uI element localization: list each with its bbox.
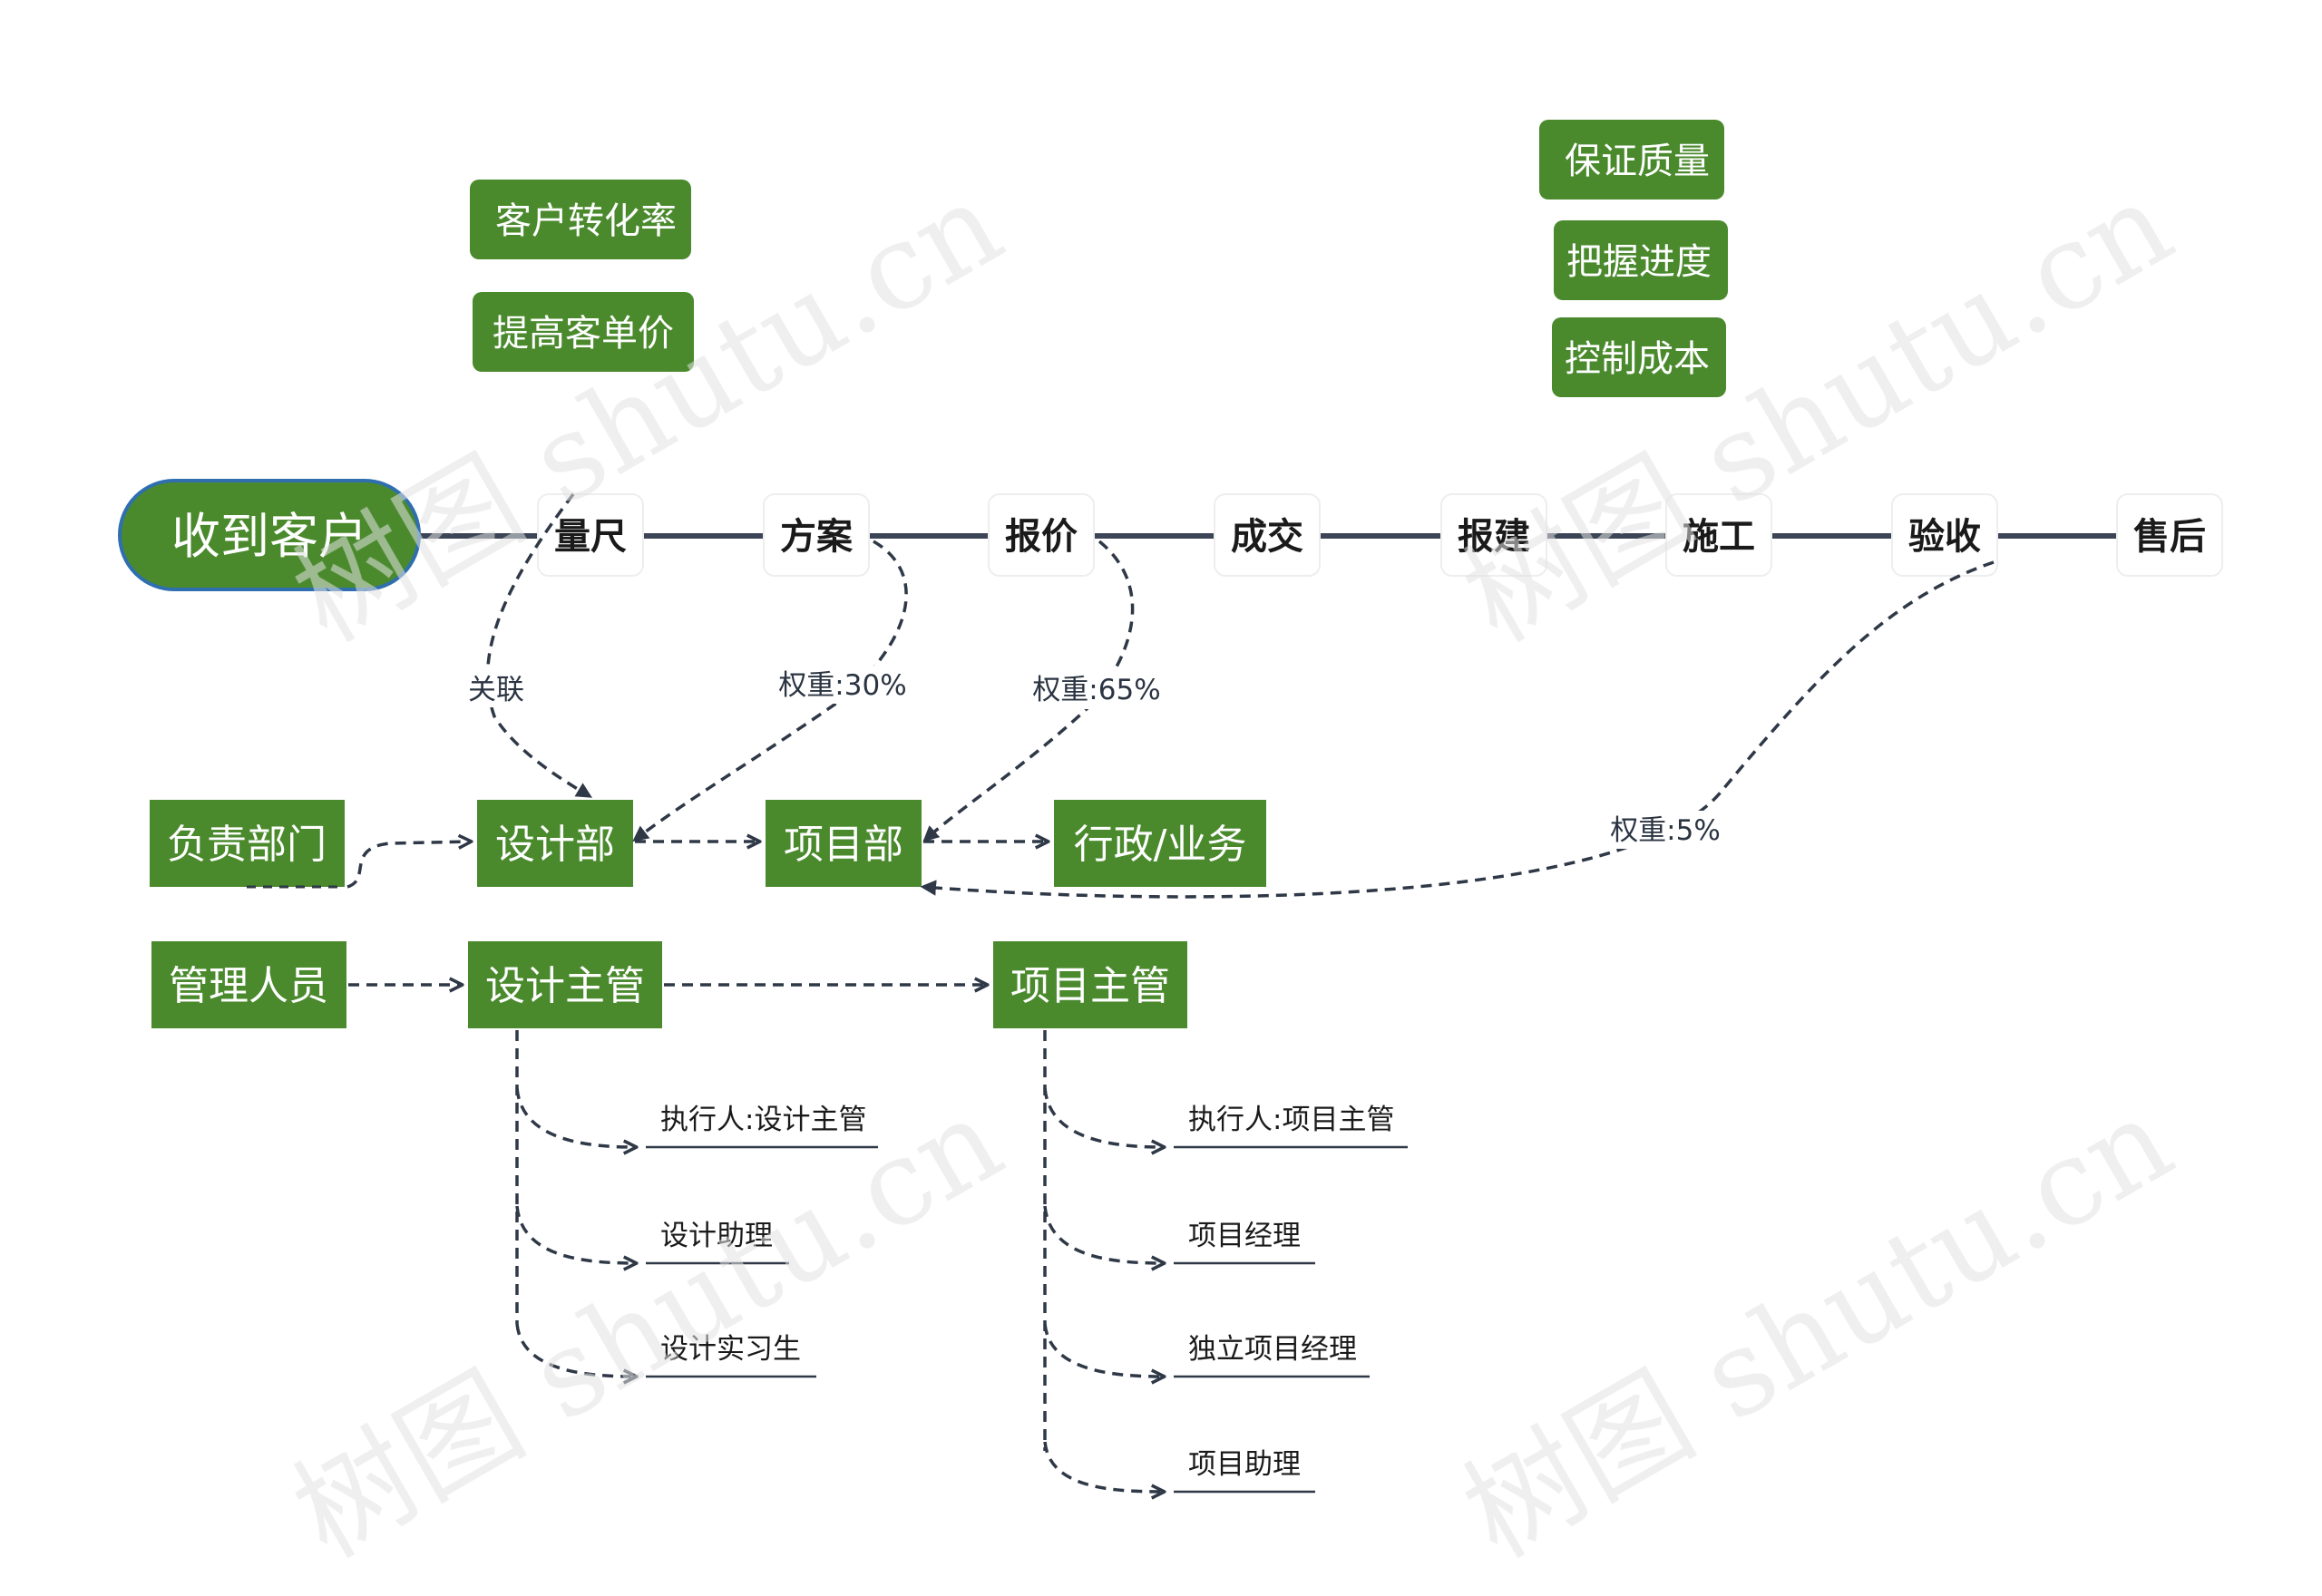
project-staff-branch-3 xyxy=(1043,1323,1163,1377)
project-staff-branch-1 xyxy=(1043,1087,1163,1147)
root-node[interactable]: 收到客户 xyxy=(118,479,421,591)
link-label-acceptance: 权重:5% xyxy=(1610,811,1721,849)
svg-text:项目主管: 项目主管 xyxy=(1010,963,1170,1009)
stage-node-acceptance[interactable]: 验收 xyxy=(1891,493,1998,577)
svg-text:收到客户: 收到客户 xyxy=(171,508,367,565)
svg-text:设计部: 设计部 xyxy=(495,822,615,868)
svg-text:行政/业务: 行政/业务 xyxy=(1074,822,1247,868)
dept-design-node[interactable]: 设计部 xyxy=(477,800,633,887)
link-label-measure: 关联 xyxy=(465,669,527,707)
project-staff-item-assistant[interactable]: 项目助理 xyxy=(1174,1448,1315,1494)
svg-text:保证质量: 保证质量 xyxy=(1565,141,1710,182)
svg-text:施工: 施工 xyxy=(1683,516,1755,558)
design-supervisor-node[interactable]: 设计主管 xyxy=(468,941,662,1028)
dept-project-node[interactable]: 项目部 xyxy=(766,800,922,887)
design-staff-item-assistant[interactable]: 设计助理 xyxy=(646,1220,789,1265)
project-staff-branch-4 xyxy=(1043,1441,1163,1492)
stage-node-design[interactable]: 方案 xyxy=(763,493,870,577)
project-staff-item-independent-manager[interactable]: 独立项目经理 xyxy=(1174,1333,1370,1378)
design-staff-item-executor[interactable]: 执行人:设计主管 xyxy=(646,1104,878,1149)
watermark-4: 树图 shutu.cn xyxy=(1442,1071,2194,1584)
note-progress[interactable]: 把握进度 xyxy=(1554,220,1728,300)
svg-text:售后: 售后 xyxy=(2133,516,2206,558)
svg-text:执行人:项目主管: 执行人:项目主管 xyxy=(1188,1104,1394,1136)
note-unit-price[interactable]: 提高客单价 xyxy=(473,292,694,372)
svg-text:权重:30%: 权重:30% xyxy=(778,669,906,702)
project-supervisor-node[interactable]: 项目主管 xyxy=(993,941,1187,1028)
svg-text:管理人员: 管理人员 xyxy=(169,963,328,1009)
note-conversion-rate[interactable]: 客户转化率 xyxy=(470,180,691,259)
svg-text:设计助理: 设计助理 xyxy=(660,1220,773,1252)
svg-text:独立项目经理: 独立项目经理 xyxy=(1188,1333,1357,1366)
design-staff-branch-2 xyxy=(515,1205,635,1263)
manager-header-node[interactable]: 管理人员 xyxy=(151,941,346,1028)
link-label-quote: 权重:65% xyxy=(1032,671,1161,709)
dept-admin-node[interactable]: 行政/业务 xyxy=(1054,800,1266,887)
stage-node-quote[interactable]: 报价 xyxy=(988,493,1095,577)
link-label-design: 权重:30% xyxy=(778,666,907,704)
svg-text:权重:5%: 权重:5% xyxy=(1610,814,1721,847)
project-staff-item-manager[interactable]: 项目经理 xyxy=(1174,1220,1315,1265)
note-quality[interactable]: 保证质量 xyxy=(1539,120,1724,200)
design-staff-branch-3 xyxy=(515,1323,635,1377)
svg-text:项目部: 项目部 xyxy=(784,822,903,868)
project-staff-branch-2 xyxy=(1043,1205,1163,1263)
svg-text:项目经理: 项目经理 xyxy=(1188,1220,1301,1252)
svg-text:把握进度: 把握进度 xyxy=(1566,241,1712,283)
stage-node-measure[interactable]: 量尺 xyxy=(537,493,644,577)
svg-text:报建: 报建 xyxy=(1458,516,1530,558)
svg-text:报价: 报价 xyxy=(1005,516,1078,558)
svg-text:设计主管: 设计主管 xyxy=(485,963,645,1009)
project-staff-item-executor[interactable]: 执行人:项目主管 xyxy=(1174,1104,1408,1149)
svg-text:客户转化率: 客户转化率 xyxy=(495,200,677,242)
svg-text:量尺: 量尺 xyxy=(554,516,627,558)
design-staff-item-intern[interactable]: 设计实习生 xyxy=(646,1333,816,1378)
svg-text:关联: 关联 xyxy=(468,674,524,706)
dept-header-node[interactable]: 负责部门 xyxy=(150,800,345,887)
svg-text:提高客单价: 提高客单价 xyxy=(493,313,674,355)
svg-text:控制成本: 控制成本 xyxy=(1565,338,1710,380)
svg-text:执行人:设计主管: 执行人:设计主管 xyxy=(660,1104,866,1136)
stage-node-permit[interactable]: 报建 xyxy=(1440,493,1547,577)
svg-text:权重:65%: 权重:65% xyxy=(1032,674,1160,706)
svg-text:成交: 成交 xyxy=(1231,516,1303,558)
svg-text:项目助理: 项目助理 xyxy=(1188,1448,1301,1481)
svg-text:设计实习生: 设计实习生 xyxy=(660,1333,801,1366)
svg-text:负责部门: 负责部门 xyxy=(167,822,327,868)
stage-node-deal[interactable]: 成交 xyxy=(1214,493,1321,577)
design-staff-branch-1 xyxy=(515,1087,635,1147)
link-dept-header-to-design xyxy=(346,842,470,889)
note-cost[interactable]: 控制成本 xyxy=(1552,317,1726,397)
svg-text:验收: 验收 xyxy=(1908,516,1981,558)
stage-node-construction[interactable]: 施工 xyxy=(1665,493,1772,577)
svg-text:方案: 方案 xyxy=(780,516,854,558)
stage-node-after-sales[interactable]: 售后 xyxy=(2116,493,2223,577)
